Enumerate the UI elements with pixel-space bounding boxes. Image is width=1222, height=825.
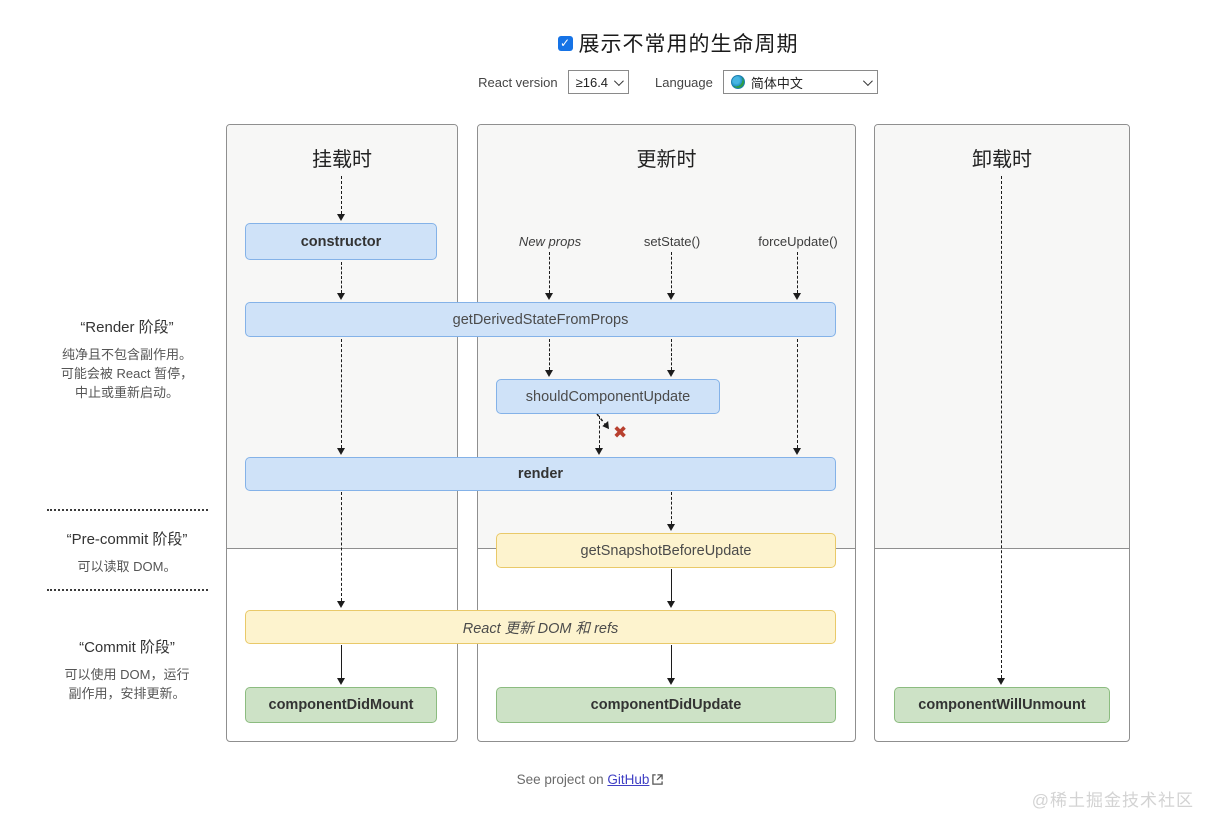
constructor-box[interactable]: constructor <box>245 223 437 260</box>
component-did-update-box[interactable]: componentDidUpdate <box>496 687 836 723</box>
arrow-mount-to-constructor <box>337 176 346 221</box>
arrow-forceupdate-to-getderivedstate <box>793 252 802 300</box>
precommit-phase-title: “Pre-commit 阶段” <box>66 531 188 548</box>
should-component-update-box[interactable]: shouldComponentUpdate <box>496 379 720 414</box>
arrow-reactupdates-to-didupdate <box>667 645 676 685</box>
arrow-getsnapshot-to-reactupdates <box>667 569 676 608</box>
github-link[interactable]: GitHub <box>607 772 650 787</box>
chevron-down-icon <box>613 75 624 86</box>
get-snapshot-before-update-box[interactable]: getSnapshotBeforeUpdate <box>496 533 836 568</box>
arrow-constructor-to-getderivedstate <box>337 262 346 300</box>
arrow-mountpath-to-render <box>337 339 346 455</box>
arrow-shouldupdate-to-render <box>595 416 604 455</box>
language-select[interactable]: 简体中文 <box>722 70 878 94</box>
watermark: @稀土掘金技术社区 <box>1031 791 1194 810</box>
precommit-phase-desc-line: 可以读取 DOM。 <box>77 559 177 574</box>
render-phase-desc-line: 纯净且不包含副作用。 <box>61 347 192 362</box>
commit-phase-desc-line: 可以使用 DOM，运行 <box>64 667 190 682</box>
show-less-common-checkbox[interactable]: ✓ <box>557 35 573 51</box>
react-version-label: React version <box>478 74 558 90</box>
component-did-mount-box[interactable]: componentDidMount <box>245 687 437 723</box>
commit-phase-label: “Commit 阶段” 可以使用 DOM，运行 副作用，安排更新。 <box>38 636 216 703</box>
updating-column-title: 更新时 <box>636 149 697 171</box>
arrow-setstate-to-getderivedstate <box>667 252 676 300</box>
commit-phase-title: “Commit 阶段” <box>79 639 175 656</box>
arrow-reactupdates-to-didmount <box>337 645 346 685</box>
phase-separator <box>47 509 208 511</box>
react-updates-dom-box: React 更新 DOM 和 refs <box>245 610 836 644</box>
arrow-forceupdate-to-render <box>793 339 802 455</box>
page-title[interactable]: 展示不常用的生命周期 <box>578 33 799 56</box>
arrow-render-to-reactupdates <box>337 492 346 608</box>
mounting-column-title: 挂载时 <box>312 149 372 171</box>
arrow-getderivedstate-to-shouldupdate <box>545 339 554 377</box>
arrow-newprops-to-getderivedstate <box>545 252 554 300</box>
arrow-unmount-to-willunmount <box>997 176 1006 685</box>
language-label: Language <box>655 74 713 90</box>
set-state-label[interactable]: setState() <box>643 234 701 249</box>
render-phase-desc-line: 可能会被 React 暂停， <box>60 366 194 381</box>
phase-separator <box>47 589 208 591</box>
unmounting-column-title: 卸载时 <box>972 149 1032 171</box>
precommit-phase-label: “Pre-commit 阶段” 可以读取 DOM。 <box>38 528 216 576</box>
chevron-down-icon <box>862 75 873 86</box>
external-link-icon <box>652 773 664 788</box>
footer: See project on GitHub <box>0 772 1180 788</box>
updating-column: 更新时 <box>477 124 856 742</box>
controls-row: React version ≥16.4 Language 简体中文 <box>0 70 1222 94</box>
arrow-shouldupdate-cancel <box>596 413 609 430</box>
globe-icon <box>730 75 745 89</box>
get-derived-state-from-props-box[interactable]: getDerivedStateFromProps <box>245 302 836 337</box>
arrow-render-to-getsnapshot <box>667 492 676 531</box>
react-version-value: ≥16.4 <box>575 74 609 90</box>
render-phase-title: “Render 阶段” <box>80 319 174 336</box>
unmounting-column: 卸载时 <box>874 124 1130 742</box>
new-props-label: New props <box>518 234 582 249</box>
render-phase-area <box>875 125 1129 549</box>
no-rerender-x-icon: ✖ <box>613 423 628 442</box>
arrow-getderivedstate-to-shouldupdate <box>667 339 676 377</box>
render-box[interactable]: render <box>245 457 836 491</box>
render-phase-desc-line: 中止或重新启动。 <box>74 385 179 400</box>
component-will-unmount-box[interactable]: componentWillUnmount <box>894 687 1110 723</box>
react-version-select[interactable]: ≥16.4 <box>567 70 630 94</box>
language-value: 简体中文 <box>750 75 803 91</box>
footer-text: See project on <box>516 772 608 787</box>
render-phase-label: “Render 阶段” 纯净且不包含副作用。 可能会被 React 暂停， 中止… <box>38 316 216 402</box>
title-row: ✓ 展示不常用的生命周期 <box>0 28 1222 58</box>
force-update-label[interactable]: forceUpdate() <box>758 234 838 249</box>
check-icon: ✓ <box>559 35 571 50</box>
commit-phase-desc-line: 副作用，安排更新。 <box>68 686 186 701</box>
